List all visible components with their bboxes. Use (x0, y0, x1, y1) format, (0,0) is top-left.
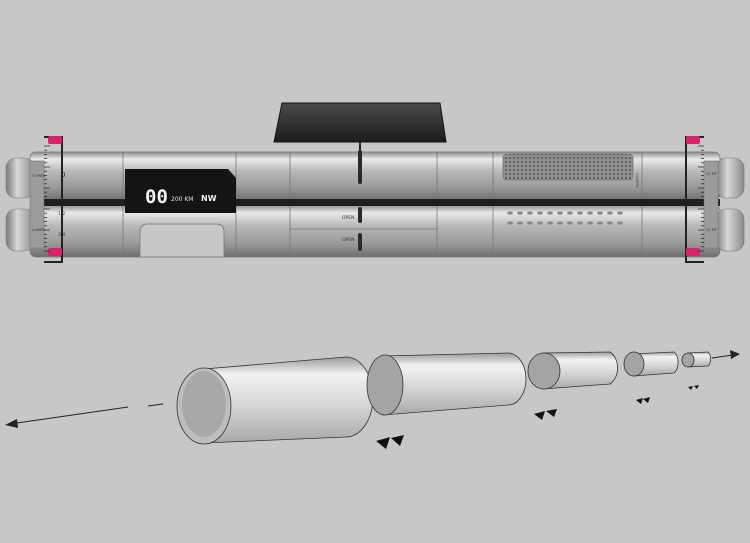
vent-dot (537, 221, 543, 225)
arrow-right-icon (730, 350, 740, 359)
vent-dot (617, 211, 623, 215)
vent-dot (567, 221, 573, 225)
vent-dots (507, 211, 623, 225)
speaker-grille (502, 153, 634, 181)
vent-dot (527, 221, 533, 225)
arrow-left-icon (5, 419, 18, 428)
right-accent-top (686, 136, 700, 144)
vent-dot (507, 221, 513, 225)
vent-dot (587, 221, 593, 225)
vent-dot (607, 221, 613, 225)
vent-dot (567, 211, 573, 215)
arrow-left-line (9, 406, 129, 425)
left-accent-top (48, 136, 62, 144)
display-unit: 200 KM (171, 196, 193, 203)
distance-display: 00 200 KM NW (125, 169, 236, 213)
vent-dot (507, 211, 513, 215)
vent-dot (607, 211, 613, 215)
display-direction: NW (201, 194, 217, 203)
telescope-diagram (5, 350, 740, 449)
left-scale-ticks (44, 145, 50, 252)
left-accent-bottom (48, 248, 62, 256)
arrow-right-line (711, 354, 734, 359)
vent-dot (517, 221, 523, 225)
left-top-label: 0 (61, 171, 65, 179)
vent-dot (557, 211, 563, 215)
close-label: OPEN (342, 237, 354, 243)
cap-left-top-label: T OPEN (31, 174, 45, 178)
lower-tube (29, 204, 721, 258)
vent-dot (517, 211, 523, 215)
open-slot-bottom (358, 233, 362, 251)
chevron-marks-icon (376, 385, 699, 449)
right-end-cap: 12 MT 12 MT (685, 136, 745, 263)
vent-dot (537, 211, 543, 215)
vent-dot (617, 221, 623, 225)
display-digits: 00 (145, 186, 168, 208)
open-label: OPEN (342, 215, 354, 221)
left-end-cap: T OPEN LOWER (5, 136, 63, 263)
right-tag-label: CAMERA (635, 173, 639, 189)
vent-dot (547, 211, 553, 215)
open-slot-top (358, 207, 362, 223)
vent-dot (527, 211, 533, 215)
top-screen (273, 102, 447, 152)
cap-right-bottom-label: 12 MT (706, 228, 718, 232)
vent-dot (577, 211, 583, 215)
handle-cutout (139, 223, 225, 258)
cap-right-top-label: 12 MT (706, 172, 718, 176)
vent-dot (597, 221, 603, 225)
vent-dot (547, 221, 553, 225)
vent-dot (597, 211, 603, 215)
cap-left-bottom-label: LOWER (32, 228, 45, 232)
vent-dot (587, 211, 593, 215)
vent-dot (577, 221, 583, 225)
right-accent-bottom (686, 248, 700, 256)
right-scale-ticks (698, 145, 704, 252)
center-band (30, 199, 720, 206)
upper-slot (358, 150, 362, 184)
vent-dot (557, 221, 563, 225)
